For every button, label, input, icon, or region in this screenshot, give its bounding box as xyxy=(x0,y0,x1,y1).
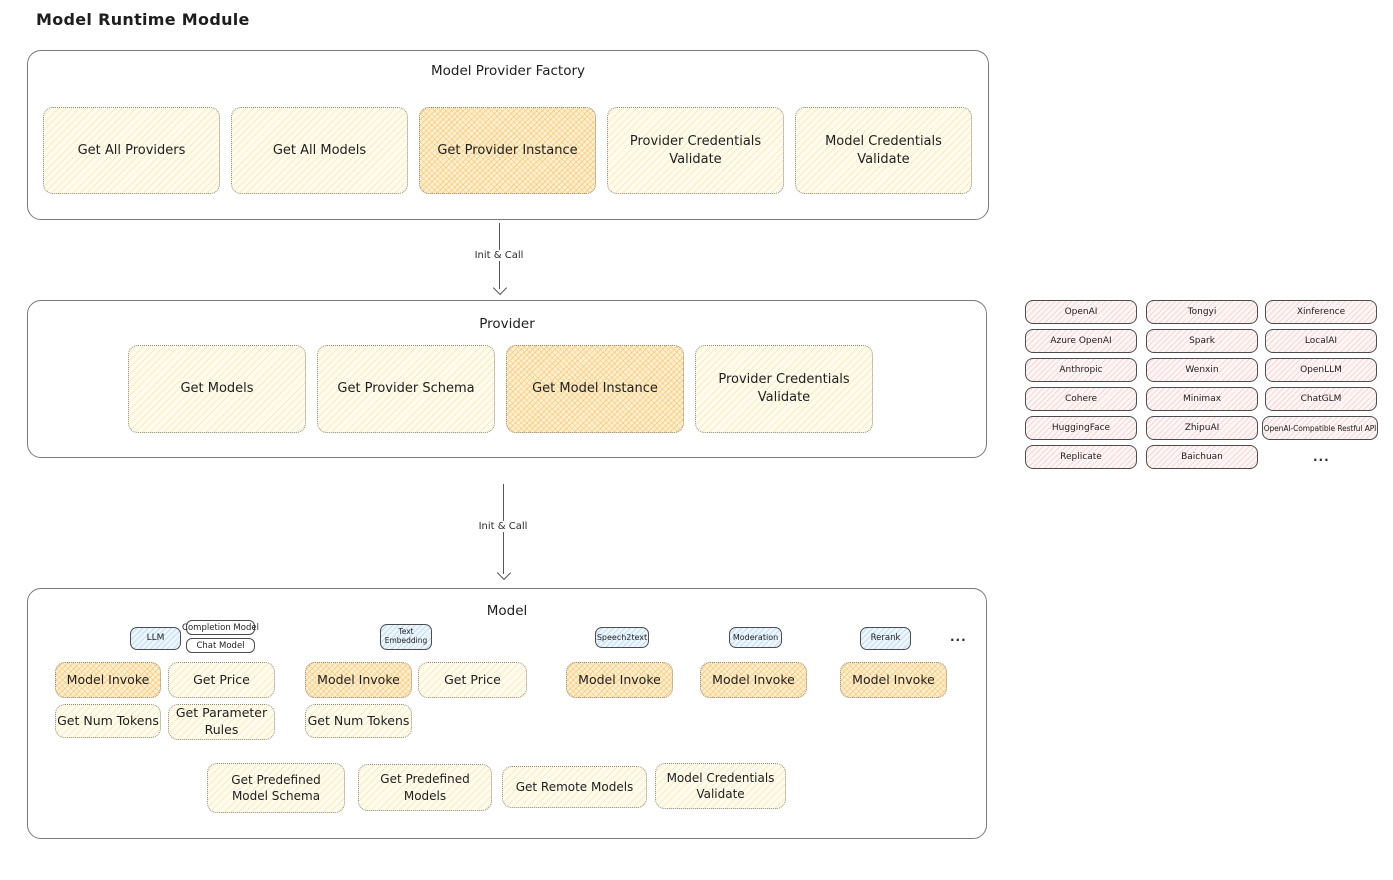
provider-chip-baichuan: Baichuan xyxy=(1146,445,1258,469)
get-all-providers-box: Get All Providers xyxy=(43,107,220,194)
init-call-label-2: Init & Call xyxy=(475,521,531,532)
provider-chip-zhipuai: ZhipuAI xyxy=(1146,416,1258,440)
llm-get-num-tokens-box: Get Num Tokens xyxy=(55,704,161,738)
moderation-model-invoke-box: Model Invoke xyxy=(700,662,807,698)
get-model-instance-box: Get Model Instance xyxy=(506,345,684,433)
get-provider-schema-box: Get Provider Schema xyxy=(317,345,495,433)
model-type-chip-completion-model: Completion Model xyxy=(182,620,259,635)
provider-credentials-validate-box: Provider Credentials Validate xyxy=(607,107,784,194)
provider-chip-cohere: Cohere xyxy=(1025,387,1137,411)
init-call-arrow-2-head xyxy=(496,565,512,581)
get-predefined-models-box: Get Predefined Models xyxy=(358,764,492,811)
page-title: Model Runtime Module xyxy=(36,10,250,29)
more-model-types-ellipsis: ... xyxy=(950,630,967,644)
model-credentials-validate-box-2: Model Credentials Validate xyxy=(655,763,786,809)
model-type-chip-speech2text: Speech2text xyxy=(595,627,649,648)
text-embedding-get-price-box: Get Price xyxy=(418,662,527,698)
provider-credentials-validate-box-2: Provider Credentials Validate xyxy=(695,345,873,433)
provider-chip-wenxin: Wenxin xyxy=(1146,358,1258,382)
get-models-box: Get Models xyxy=(128,345,306,433)
model-provider-factory-title: Model Provider Factory xyxy=(430,63,585,79)
model-type-chip-chat-model: Chat Model xyxy=(186,638,255,653)
get-predefined-model-schema-box: Get Predefined Model Schema xyxy=(207,763,345,813)
provider-chip-azure-openai: Azure OpenAI xyxy=(1025,329,1137,353)
text-embedding-model-invoke-box: Model Invoke xyxy=(305,662,412,698)
rerank-model-invoke-box: Model Invoke xyxy=(840,662,947,698)
model-credentials-validate-box: Model Credentials Validate xyxy=(795,107,972,194)
get-all-models-box: Get All Models xyxy=(231,107,408,194)
provider-chip-openllm: OpenLLM xyxy=(1265,358,1377,382)
text-embedding-get-num-tokens-box: Get Num Tokens xyxy=(305,704,412,738)
model-type-chip-text-embedding: Text Embedding xyxy=(380,624,432,650)
more-providers-ellipsis: ... xyxy=(1313,450,1330,464)
provider-chip-replicate: Replicate xyxy=(1025,445,1137,469)
provider-chip-huggingface: HuggingFace xyxy=(1025,416,1137,440)
provider-chip-anthropic: Anthropic xyxy=(1025,358,1137,382)
llm-get-parameter-rules-box: Get Parameter Rules xyxy=(168,704,275,740)
speech2text-model-invoke-box: Model Invoke xyxy=(566,662,673,698)
provider-chip-minimax: Minimax xyxy=(1146,387,1258,411)
provider-chip-tongyi: Tongyi xyxy=(1146,300,1258,324)
provider-title: Provider xyxy=(479,316,535,332)
model-title: Model xyxy=(486,603,528,619)
provider-chip-localai: LocalAI xyxy=(1265,329,1377,353)
init-call-arrow-1-head xyxy=(492,280,508,296)
llm-model-invoke-box: Model Invoke xyxy=(55,662,161,698)
get-remote-models-box: Get Remote Models xyxy=(502,766,647,808)
init-call-label-1: Init & Call xyxy=(471,250,527,261)
provider-chip-spark: Spark xyxy=(1146,329,1258,353)
model-type-chip-llm: LLM xyxy=(130,627,181,650)
provider-chip-xinference: Xinference xyxy=(1265,300,1377,324)
get-provider-instance-box: Get Provider Instance xyxy=(419,107,596,194)
llm-get-price-box: Get Price xyxy=(168,662,275,698)
model-type-chip-moderation: Moderation xyxy=(729,627,782,648)
model-type-chip-rerank: Rerank xyxy=(860,627,911,650)
provider-chip-chatglm: ChatGLM xyxy=(1265,387,1377,411)
provider-chip-openai: OpenAI xyxy=(1025,300,1137,324)
provider-chip-openai-compatible: OpenAI-Compatible Restful API xyxy=(1262,416,1378,440)
